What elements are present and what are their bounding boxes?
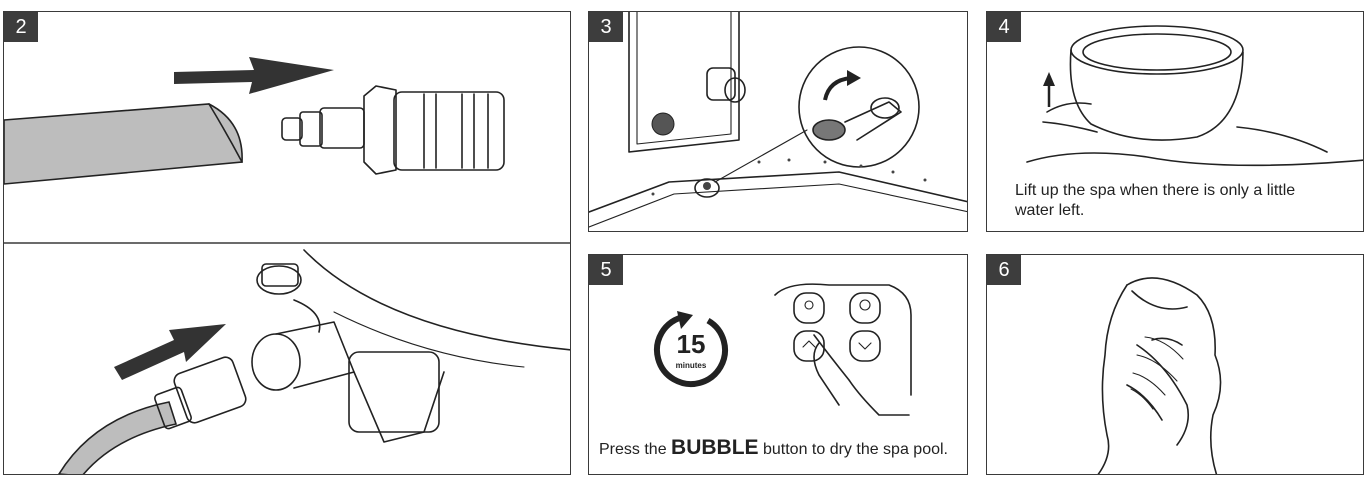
bubble-label: BUBBLE bbox=[671, 436, 759, 459]
caption-text: button to dry the spa pool. bbox=[758, 441, 948, 458]
wipe-dry-illustration bbox=[1097, 277, 1222, 474]
timer-value: 15 bbox=[676, 329, 706, 359]
step-number: 6 bbox=[987, 255, 1021, 285]
step-number: 2 bbox=[4, 12, 38, 42]
timer-icon bbox=[654, 311, 728, 387]
step-number: 4 bbox=[987, 12, 1021, 42]
arrow-right-icon bbox=[174, 57, 334, 94]
step-2-panel: 2 bbox=[3, 11, 571, 475]
control-panel-illustration bbox=[654, 283, 912, 416]
down-button-icon bbox=[858, 342, 872, 350]
hose-connector-illustration bbox=[4, 57, 570, 474]
step-number: 3 bbox=[589, 12, 623, 42]
arrow-right-icon bbox=[114, 324, 226, 380]
step-4-panel: 4 Lift up the spa when there is only a l… bbox=[986, 11, 1364, 232]
up-button-icon bbox=[802, 340, 816, 348]
drain-valve-illustration bbox=[589, 12, 967, 228]
step-number: 5 bbox=[589, 255, 623, 285]
arrow-up-icon bbox=[1043, 72, 1055, 107]
step-6-panel: 6 bbox=[986, 254, 1364, 475]
step-4-caption: Lift up the spa when there is only a lit… bbox=[1015, 182, 1296, 219]
bubble-button-icon bbox=[804, 300, 814, 310]
step-5-caption: Press the BUBBLE button to dry the spa p… bbox=[599, 436, 967, 460]
step-5-panel: 5 15 minutes Press the BUBBLE button to … bbox=[588, 254, 968, 475]
caption-text: Press the bbox=[599, 441, 672, 458]
step-3-panel: 3 bbox=[588, 11, 968, 232]
lift-spa-illustration bbox=[1026, 25, 1363, 167]
rotate-arrow-icon bbox=[823, 70, 861, 101]
timer-unit: minutes bbox=[675, 361, 707, 370]
timer-button-icon bbox=[859, 299, 871, 311]
